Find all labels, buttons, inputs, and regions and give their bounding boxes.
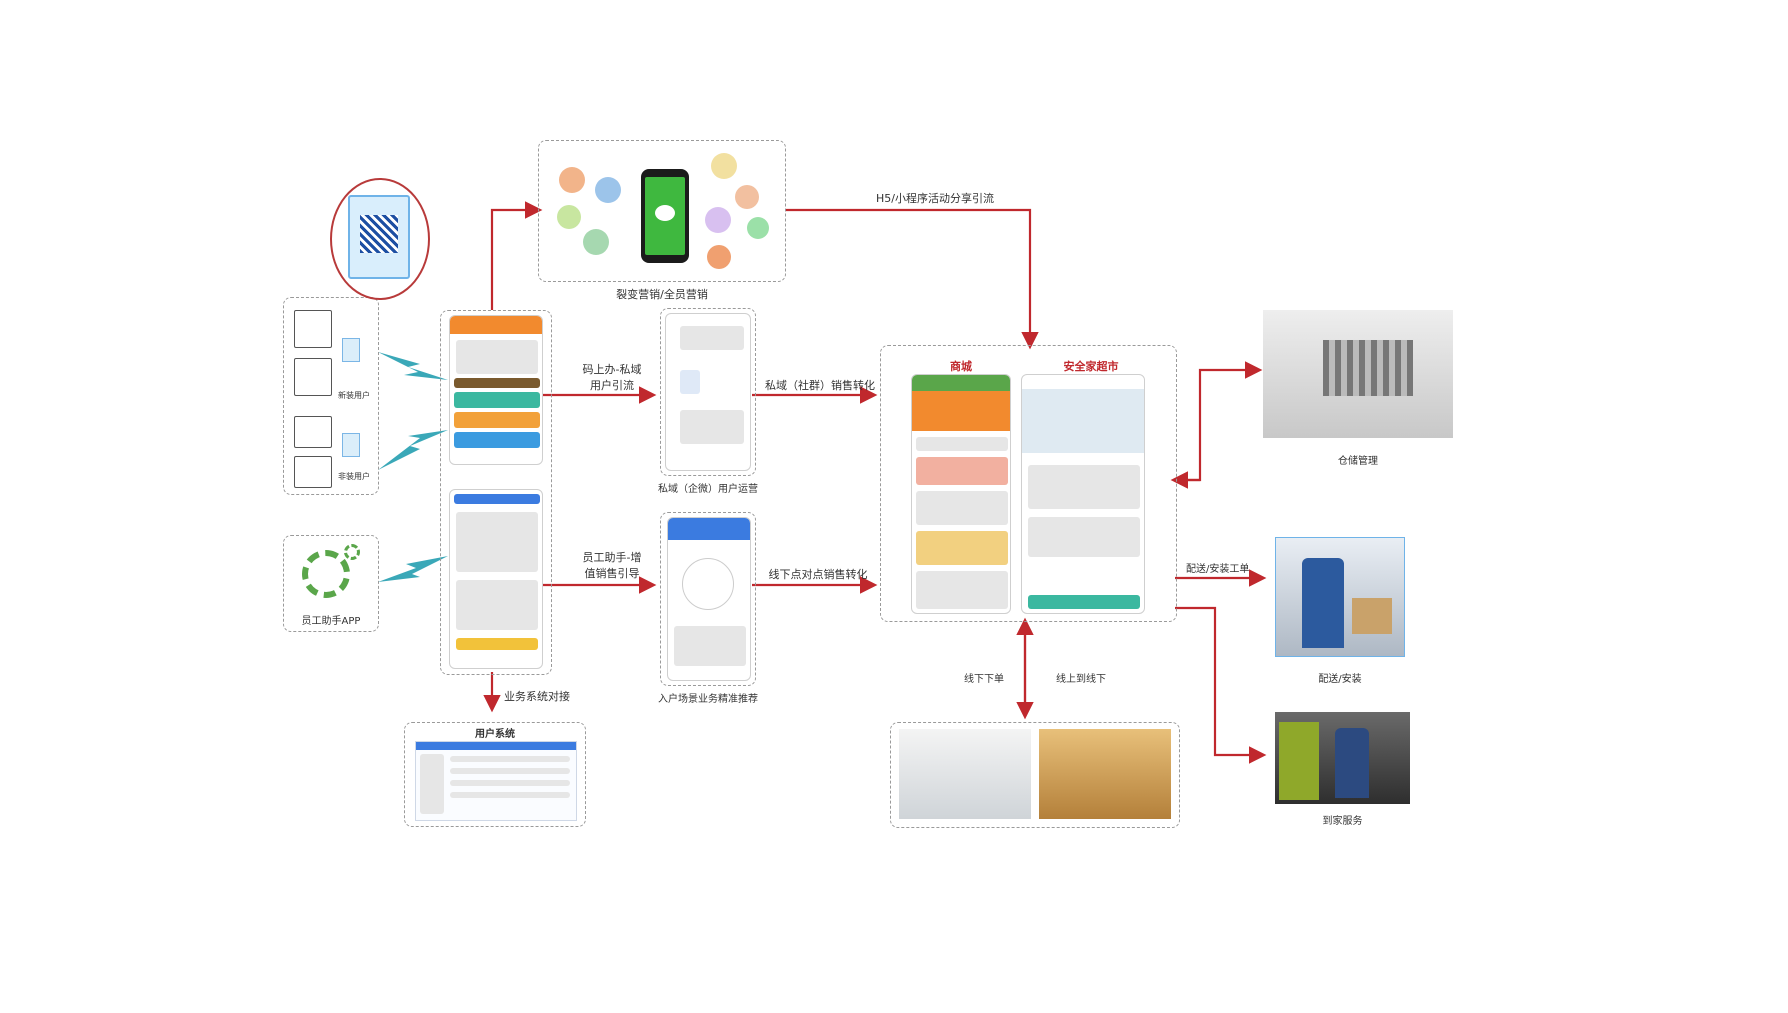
wechat-phone — [641, 169, 689, 263]
warehouse-label: 仓储管理 — [1338, 456, 1378, 467]
building-icon — [294, 310, 332, 348]
offline-order-label: 线下下单 — [964, 674, 1004, 685]
mall-box: 商城 安全家超市 — [880, 345, 1177, 622]
avatar — [707, 245, 731, 269]
home-scene-box — [660, 512, 756, 686]
fission-label: 裂变营销/全员营销 — [616, 288, 708, 301]
arrow-h5-share — [785, 208, 1039, 350]
staff-boost-label: 员工助手-增 值销售引导 — [582, 551, 642, 580]
old-users-label: 非装用户 — [338, 472, 370, 481]
system-link-label: 业务系统对接 — [504, 690, 570, 703]
lightning-icon — [378, 556, 448, 582]
home-service-image — [1275, 712, 1410, 804]
mall-title: 商城 — [950, 360, 972, 373]
private-sales-label: 私域（社群）销售转化 — [765, 379, 875, 392]
phone-column-box — [440, 310, 552, 675]
warehouse-image — [1263, 310, 1453, 438]
arrow-warehouse — [1175, 361, 1263, 482]
wechat-icon — [655, 205, 675, 221]
home-scene-screen — [667, 517, 751, 681]
offline-store-box — [890, 722, 1180, 828]
safe-home-title: 安全家超市 — [1063, 360, 1119, 373]
lightning-icon — [378, 352, 448, 380]
building-icon — [294, 358, 332, 396]
avatar — [705, 207, 731, 233]
new-users-label: 新装用户 — [338, 391, 370, 400]
top-phone-screen — [449, 315, 543, 465]
qr-small-icon — [342, 338, 360, 362]
user-system-title: 用户系统 — [475, 729, 515, 740]
user-system-box: 用户系统 — [404, 722, 586, 827]
shop-icon — [294, 456, 332, 488]
arrow-home-service — [1175, 606, 1267, 764]
h5-share-label: H5/小程序活动分享引流 — [876, 192, 994, 205]
staff-app-label: 员工助手APP — [301, 616, 361, 627]
home-service-label: 到家服务 — [1322, 816, 1363, 827]
avatar — [559, 167, 585, 193]
delivery-image — [1275, 537, 1405, 657]
bottom-phone-screen — [449, 489, 543, 669]
shop-icon — [294, 416, 332, 448]
qr-circle — [330, 178, 430, 300]
mall-screen — [911, 374, 1011, 614]
users-box: 新装用户 非装用户 — [283, 297, 379, 495]
private-chat-screen — [665, 313, 751, 471]
avatar — [747, 217, 769, 239]
staff-app-box: 员工助手APP — [283, 535, 379, 632]
online-offline-label: 线上到线下 — [1056, 674, 1106, 685]
avatar — [557, 205, 581, 229]
fission-box — [538, 140, 786, 282]
delivery-order-label: 配送/安装工单 — [1186, 564, 1250, 575]
private-ops-label: 私域（企微）用户运营 — [658, 484, 758, 495]
arrow-to-fission — [490, 201, 543, 310]
user-system-screenshot — [415, 741, 577, 821]
qr-code-icon — [348, 195, 410, 279]
avatar — [711, 153, 737, 179]
delivery-label: 配送/安装 — [1318, 674, 1362, 685]
safe-home-screen — [1021, 374, 1145, 614]
camera-photo — [1039, 729, 1171, 819]
gear-small-icon — [344, 544, 360, 560]
lightning-icon — [378, 430, 448, 470]
qr-small-icon — [342, 433, 360, 457]
offline-sales-label: 线下点对点销售转化 — [768, 568, 868, 581]
private-chat-box — [660, 308, 756, 476]
gear-person-icon — [302, 550, 350, 598]
store-photo — [899, 729, 1031, 819]
avatar — [735, 185, 759, 209]
code-private-label: 码上办-私域 用户引流 — [582, 363, 642, 392]
avatar — [595, 177, 621, 203]
home-scene-label: 入户场景业务精准推荐 — [658, 694, 758, 705]
avatar — [583, 229, 609, 255]
